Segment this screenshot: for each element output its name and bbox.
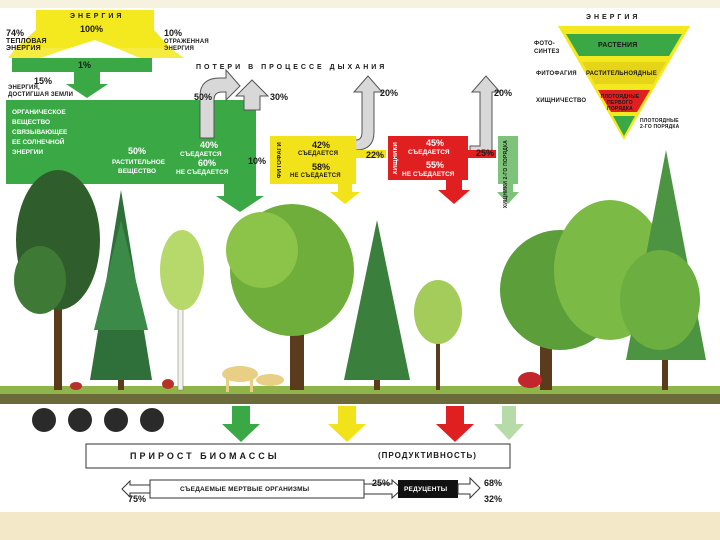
biomass-sub: (ПРОДУКТИВНОСТЬ): [378, 452, 477, 460]
decomp-p68: 68%: [484, 478, 502, 488]
eaten-dead-label: СЪЕДАЕМЫЕ МЕРТВЫЕ ОРГАНИЗМЫ: [180, 486, 309, 494]
not-eaten3-pct: 55%: [426, 160, 444, 170]
eaten2-pct: 42%: [312, 140, 330, 150]
respiration-p3: 20%: [380, 88, 398, 98]
not-eaten2-pct: 58%: [312, 162, 330, 172]
pyramid-title: ЭНЕРГИЯ: [586, 14, 640, 22]
plant-matter-label2: ВЕЩЕСТВО: [118, 167, 156, 176]
not-eaten3-label: НЕ СЪЕДАЕТСЯ: [402, 170, 454, 179]
transfer3: 25%: [476, 148, 494, 158]
pyramid-band-0: РАСТЕНИЯ: [598, 42, 637, 50]
transfer2: 22%: [366, 150, 384, 160]
decomp-p75: 75%: [128, 494, 146, 504]
energy-total: 100%: [80, 24, 103, 34]
decomp-p25: 25%: [372, 478, 390, 488]
surface-label2: ДОСТИГШАЯ ЗЕМЛИ: [8, 91, 73, 99]
grass-strip: [0, 386, 720, 394]
predators-label: ХИЩНИКИ: [392, 142, 400, 174]
heat-label2: ЭНЕРГИЯ: [6, 45, 41, 53]
plant-matter-label1: РАСТИТЕЛЬНОЕ: [112, 158, 165, 167]
pyramid-left-2: ХИЩНИЧЕСТВО: [536, 97, 586, 105]
eaten2-label: СЪЕДАЕТСЯ: [298, 150, 338, 158]
biomass-title: ПРИРОСТ БИОМАССЫ: [130, 452, 280, 460]
organic-line-0: ОРГАНИЧЕСКОЕ: [12, 108, 66, 117]
biomass-arrows: [222, 406, 524, 442]
not-eaten1-pct: 60%: [198, 158, 216, 168]
reducers-label: РЕДУЦЕНТЫ: [404, 486, 447, 494]
not-eaten1-label: НЕ СЪЕДАЕТСЯ: [176, 168, 228, 177]
heat-pct: 74%: [6, 28, 24, 38]
respiration-p1: 50%: [194, 92, 212, 102]
pyramid-left-1: ФИТОФАГИЯ: [536, 70, 577, 78]
energy-title: ЭНЕРГИЯ: [70, 13, 124, 21]
plant-matter-pct: 50%: [128, 146, 146, 156]
transfer1: 10%: [248, 156, 266, 166]
not-eaten2-label: НЕ СЪЕДАЕТСЯ: [290, 172, 341, 180]
eaten1-pct: 40%: [200, 140, 218, 150]
pyramid-left-0: ФОТО-СИНТЕЗ: [534, 40, 564, 56]
respiration-p4: 20%: [494, 88, 512, 98]
eaten3-label: СЪЕДАЕТСЯ: [408, 148, 450, 157]
forest-illustration: [14, 150, 706, 390]
soil-organisms: [32, 408, 164, 432]
bottom-band: [0, 512, 720, 540]
reflected-pct: 10%: [164, 28, 182, 38]
pyramid-band-2: ПЛОТОЯДНЫЕ ПЕРВОГО ПОРЯДКА: [600, 94, 640, 112]
photosynthesis-share: 1%: [78, 60, 91, 70]
decomp-p32: 32%: [484, 494, 502, 504]
eaten3-pct: 45%: [426, 138, 444, 148]
top-predators-label: ХИЩНИКИ 2-ГО ПОРЯДКА: [502, 140, 510, 208]
respiration-title: ПОТЕРИ В ПРОЦЕССЕ ДЫХАНИЯ: [196, 64, 387, 72]
respiration-p2: 30%: [270, 92, 288, 102]
organic-line-4: ЭНЕРГИИ: [12, 148, 43, 157]
reflected-label2: ЭНЕРГИЯ: [164, 45, 194, 53]
pyramid-band-1: РАСТИТЕЛЬНОЯДНЫЕ: [586, 70, 657, 78]
pyramid-tip-label: ПЛОТОЯДНЫЕ 2-ГО ПОРЯДКА: [640, 118, 680, 130]
organic-line-1: ВЕЩЕСТВО: [12, 118, 50, 127]
organic-line-2: СВЯЗЫВАЮЩЕЕ: [12, 128, 67, 137]
organic-line-3: ЕЕ СОЛНЕЧНОЙ: [12, 138, 64, 147]
herbivores-label: ФИТОФАГИ: [276, 142, 284, 178]
